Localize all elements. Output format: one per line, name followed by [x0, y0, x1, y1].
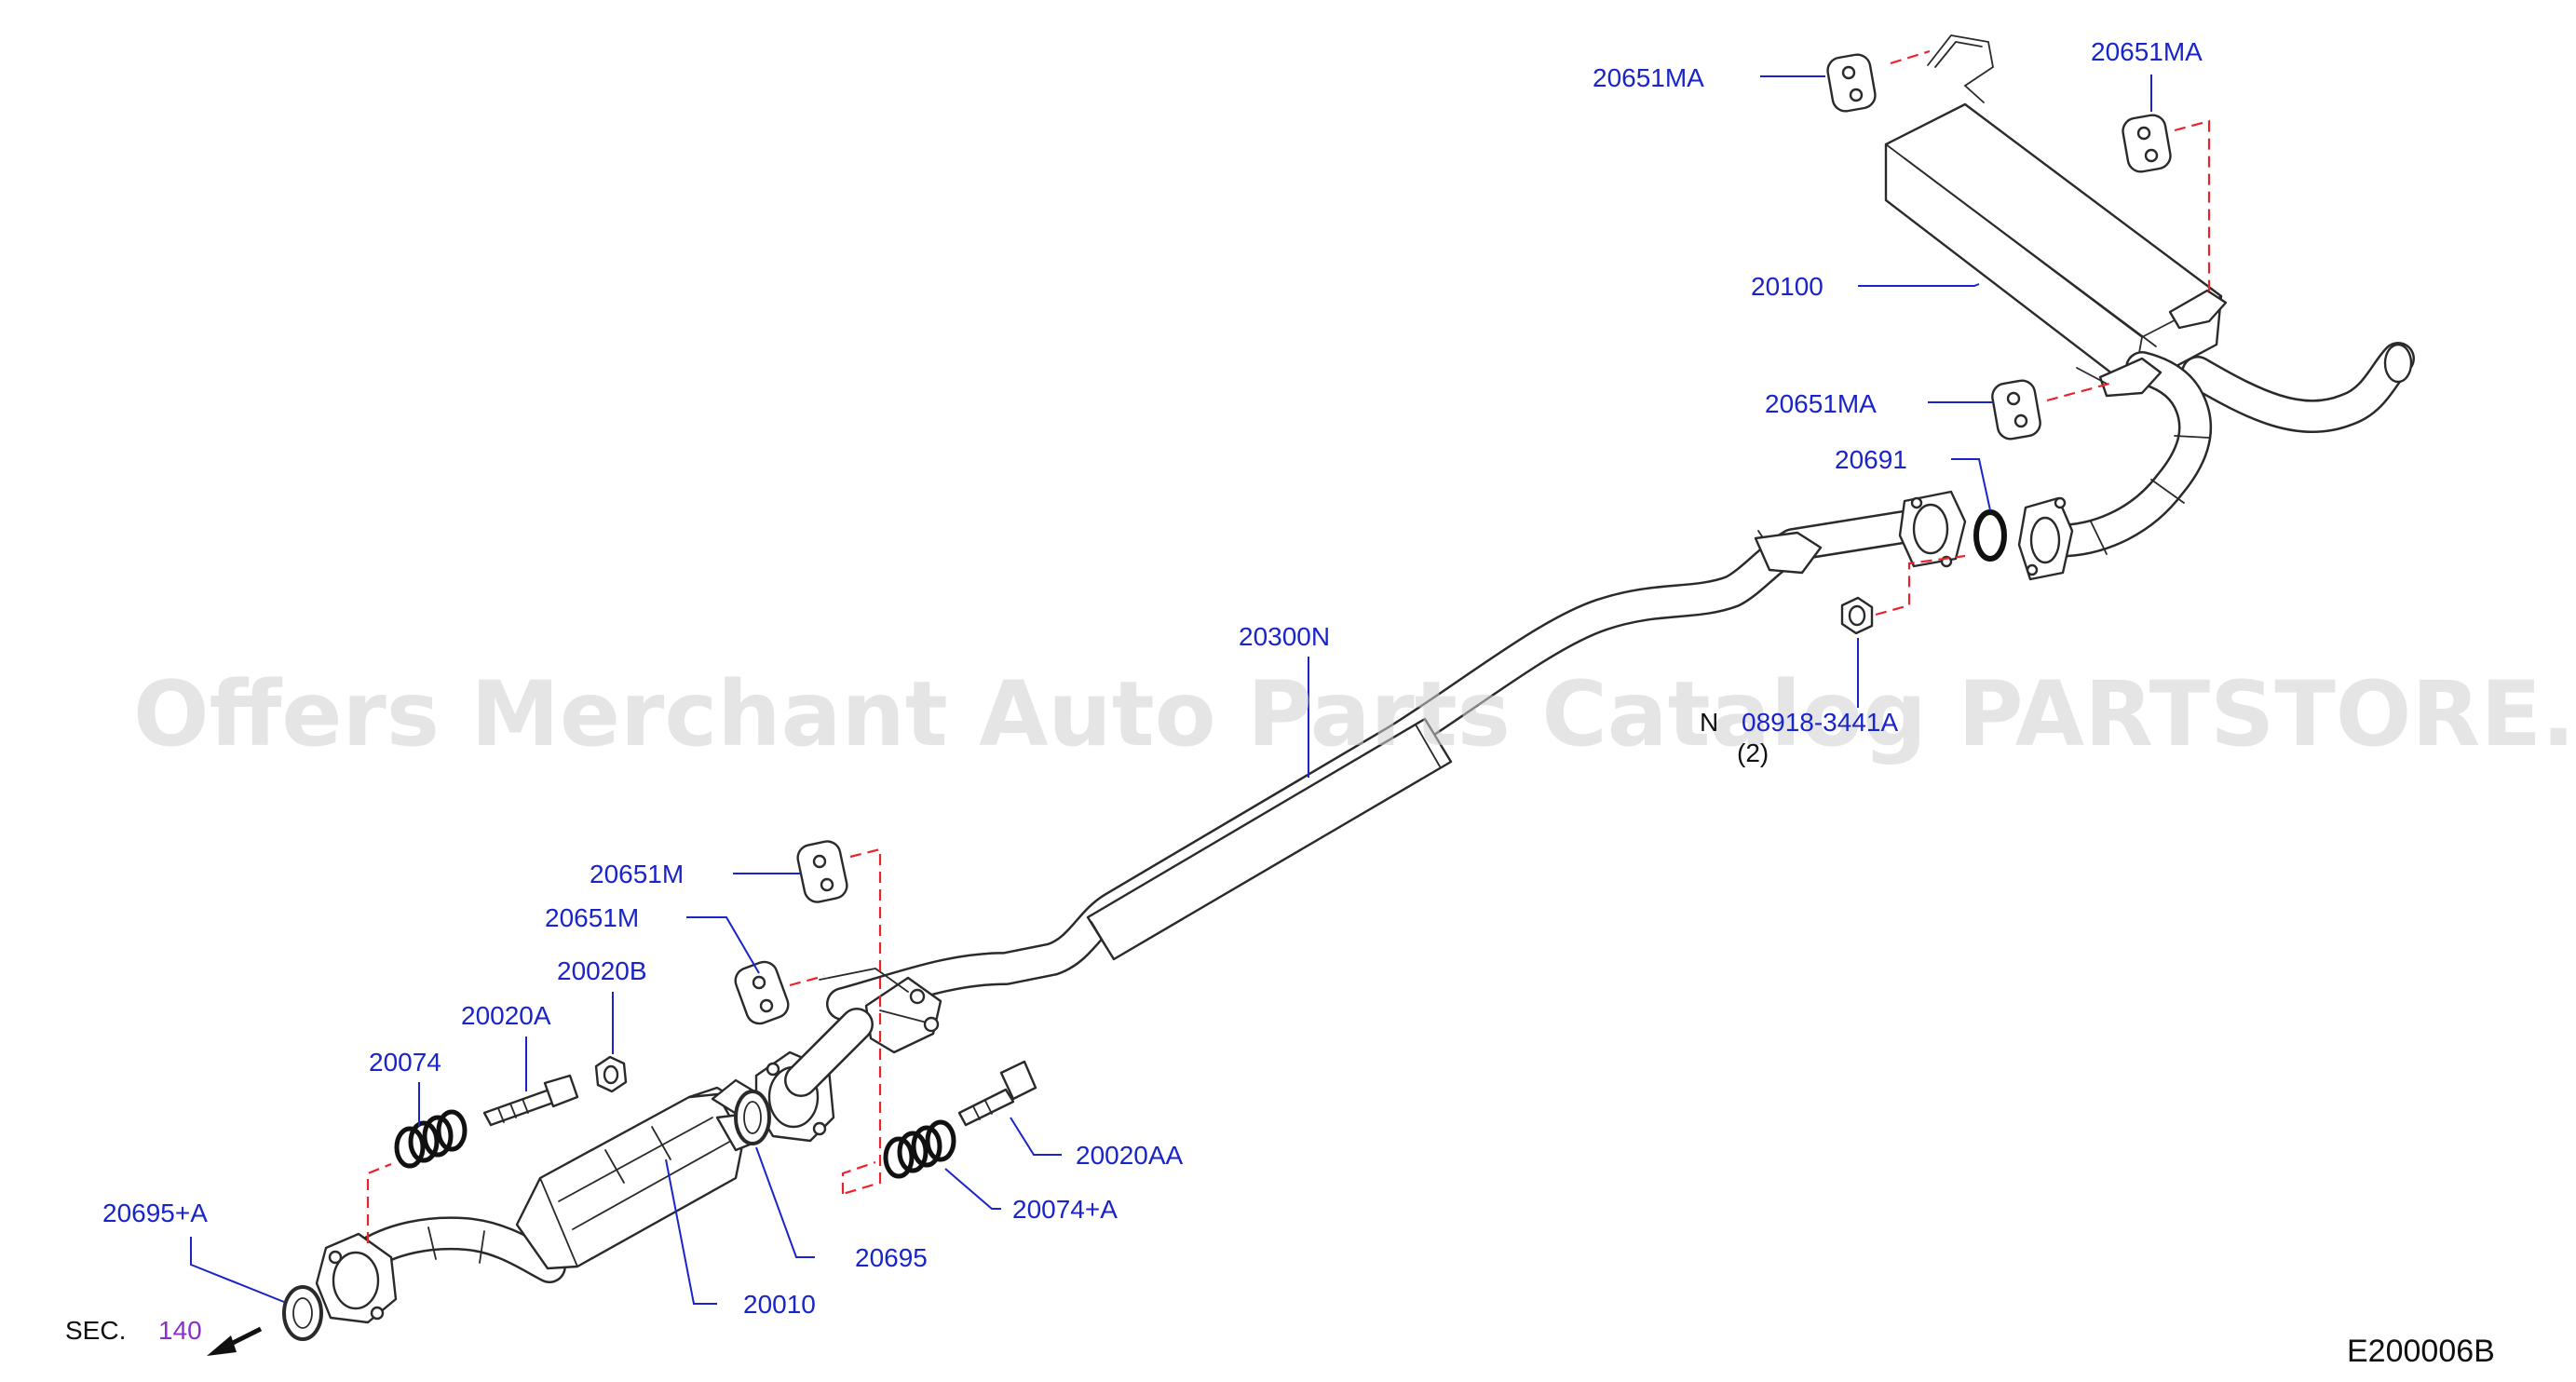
- gasket-rear-drawing[interactable]: [1973, 509, 2007, 562]
- mount-front-lower-drawing[interactable]: [732, 958, 792, 1027]
- label-spring-left[interactable]: 20074: [369, 1048, 441, 1077]
- label-bolt-right[interactable]: 20020AA: [1076, 1141, 1184, 1170]
- front-ring-drawing[interactable]: [282, 1285, 323, 1341]
- catalytic-converter-drawing[interactable]: [315, 1008, 874, 1324]
- label-spring-right[interactable]: 20074+A: [1012, 1195, 1118, 1224]
- leader-lines: [190, 75, 2152, 1305]
- mount-top-left-drawing[interactable]: [1825, 52, 1877, 113]
- gasket-front-drawing[interactable]: [734, 1090, 771, 1145]
- center-pipe-drawing[interactable]: [819, 490, 1967, 1054]
- label-nut[interactable]: 20020B: [557, 956, 647, 985]
- section-prefix: SEC.: [65, 1316, 126, 1345]
- label-center-pipe[interactable]: 20300N: [1239, 622, 1330, 651]
- note-part-number[interactable]: 08918-3441A: [1742, 708, 1898, 737]
- mount-top-right-drawing[interactable]: [2121, 113, 2172, 173]
- note-letter: N: [1700, 708, 1718, 737]
- mount-mid-drawing[interactable]: [1990, 378, 2042, 440]
- label-mount-top-right[interactable]: 20651MA: [2091, 37, 2203, 66]
- stud-bolt-drawing[interactable]: [482, 1074, 579, 1127]
- label-mount-top-left[interactable]: 20651MA: [1593, 63, 1704, 92]
- spring-left-drawing[interactable]: [394, 1109, 468, 1169]
- section-arrow-icon[interactable]: [207, 1326, 263, 1356]
- label-gasket-rear[interactable]: 20691: [1835, 445, 1907, 474]
- watermark: Offers Merchant Auto Parts Catalog PARTS…: [133, 662, 2576, 766]
- diagram-code: E200006B: [2347, 1334, 2495, 1369]
- mount-front-upper-drawing[interactable]: [795, 839, 849, 904]
- bolt-right-drawing[interactable]: [957, 1060, 1037, 1127]
- label-mount-mid[interactable]: 20651MA: [1765, 389, 1877, 418]
- nut-drawing[interactable]: [594, 1055, 628, 1093]
- spring-right-drawing[interactable]: [883, 1119, 956, 1179]
- label-gasket-front[interactable]: 20695: [855, 1243, 928, 1272]
- label-mount-front-lower[interactable]: 20651M: [545, 903, 639, 932]
- muffler-drawing[interactable]: [1884, 34, 2415, 581]
- label-mount-front-upper[interactable]: 20651M: [590, 860, 684, 888]
- label-catalytic-converter[interactable]: 20010: [743, 1290, 816, 1319]
- label-front-ring[interactable]: 20695+A: [102, 1199, 208, 1227]
- label-muffler[interactable]: 20100: [1751, 272, 1824, 301]
- section-link[interactable]: 140: [158, 1316, 202, 1345]
- label-stud-bolt[interactable]: 20020A: [461, 1001, 551, 1030]
- note-quantity: (2): [1737, 738, 1769, 767]
- assembly-guide-lines: [366, 49, 2211, 1243]
- rear-nut-drawing[interactable]: [1840, 596, 1874, 635]
